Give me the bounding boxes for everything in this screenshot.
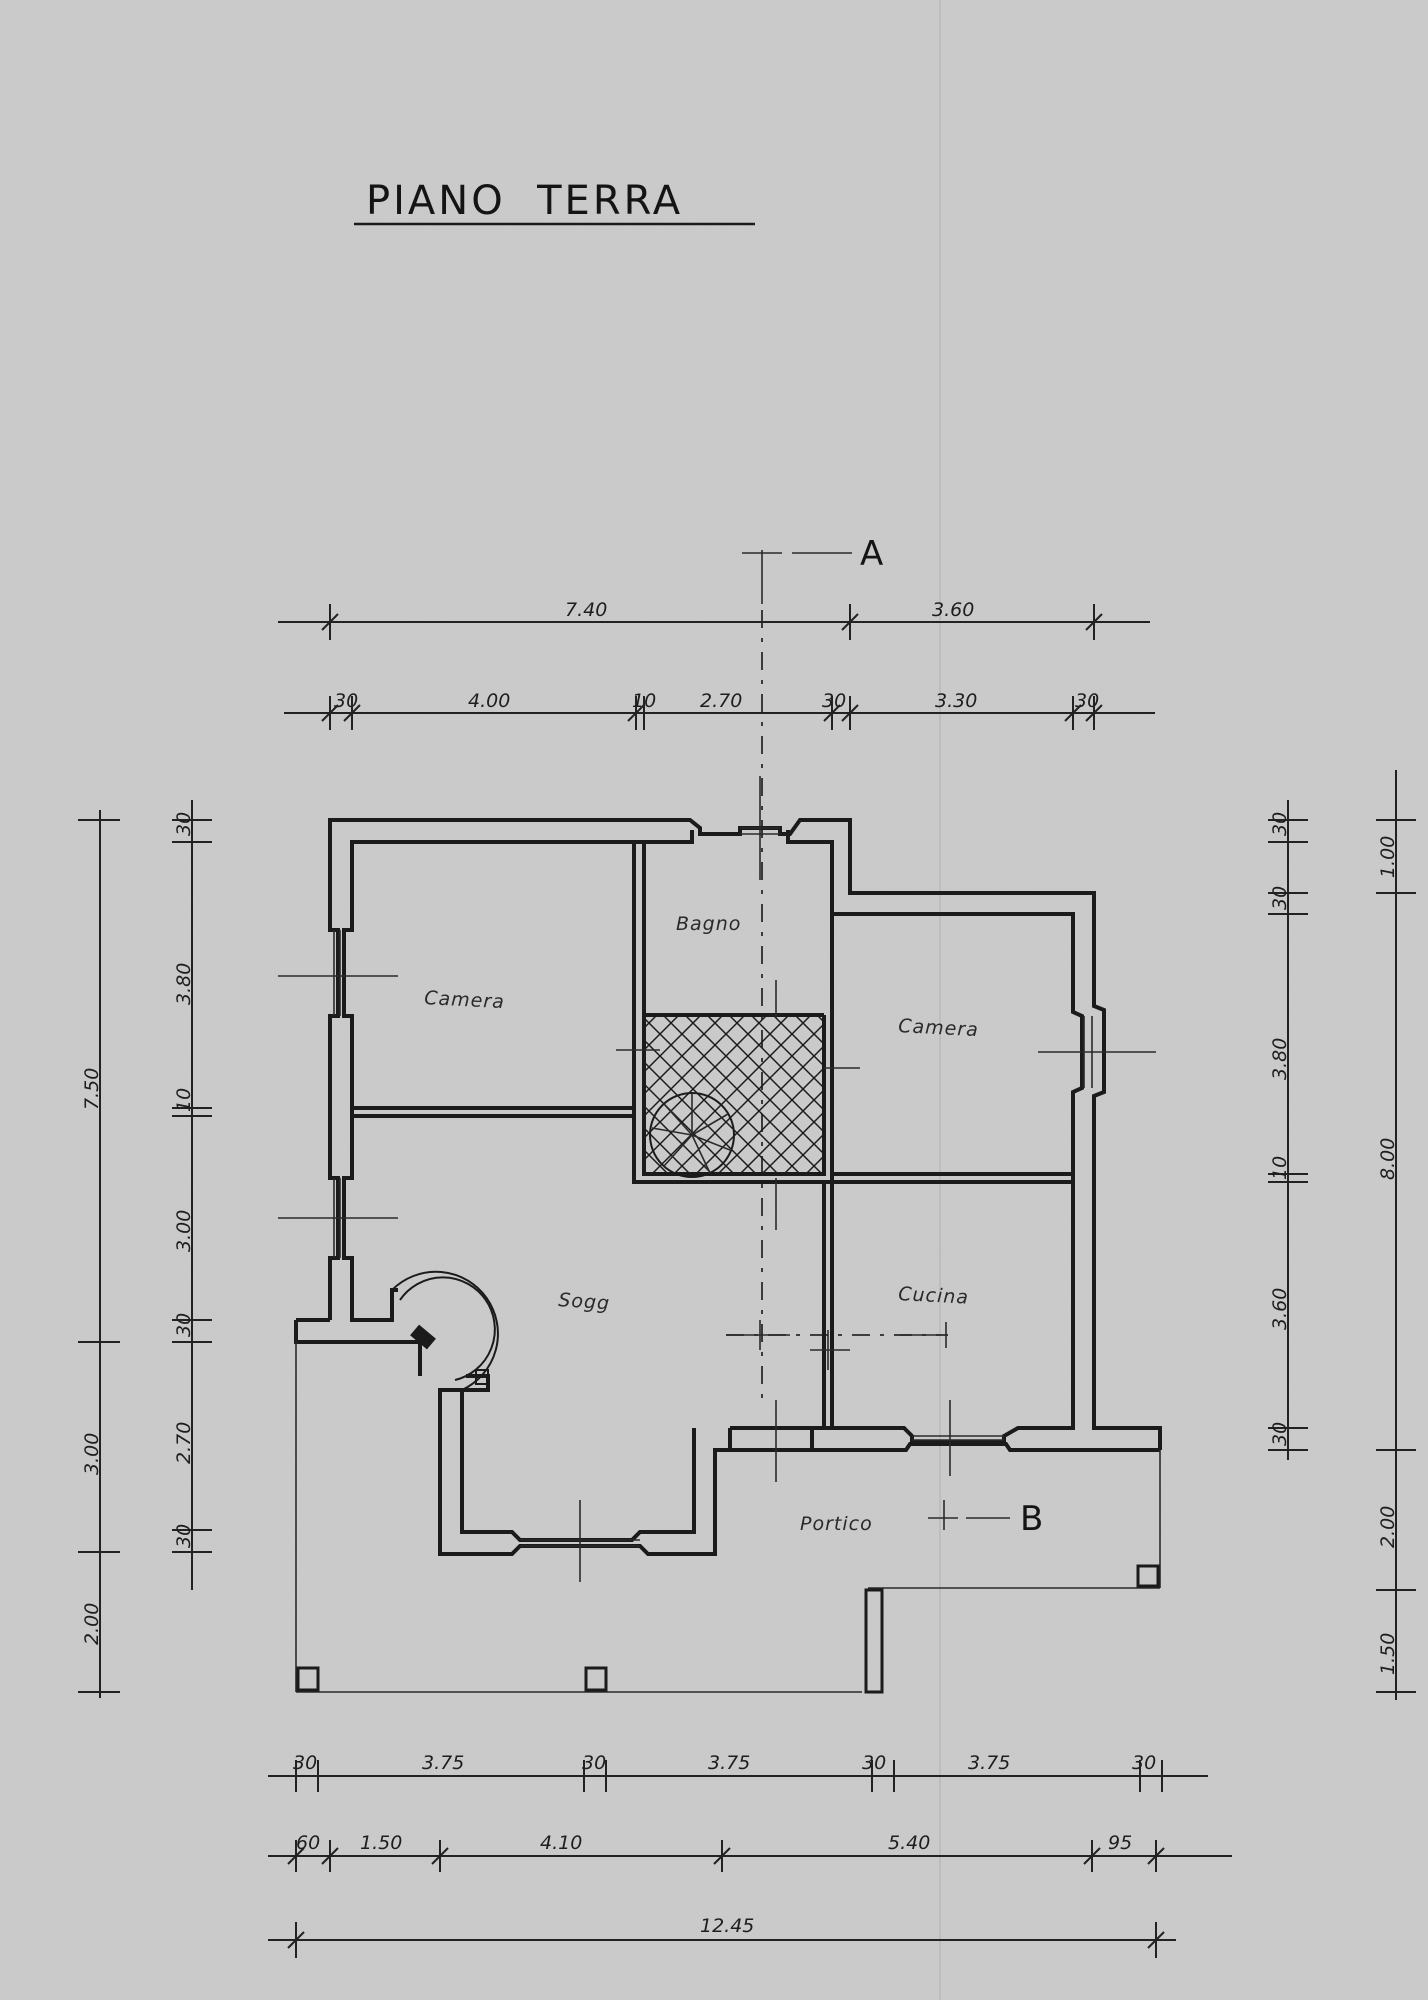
- dim-left-inner-label: 10: [173, 1088, 195, 1112]
- room-label-portico: Portico: [800, 1513, 873, 1535]
- dim-right-inner-label: 3.80: [1269, 1038, 1291, 1080]
- dim-bottom2-label: 95: [1108, 1832, 1132, 1854]
- dim-bottom1-label: 3.75: [968, 1752, 1010, 1774]
- portico-column: [584, 1666, 608, 1692]
- dim-left-inner-label: 3.00: [173, 1210, 195, 1252]
- spiral-stair-icon: [649, 1092, 735, 1178]
- dim-left-inner-label: 2.70: [173, 1422, 195, 1464]
- room-label-bagno: Bagno: [676, 913, 741, 935]
- dim-right-inner-label: 30: [1269, 812, 1291, 836]
- window-openings: [278, 776, 1156, 1582]
- dim-top2-label: 30: [1075, 690, 1099, 712]
- dim-bottom1-label: 3.75: [708, 1752, 750, 1774]
- dimension-line-bottom-1: 30 3.75 30 3.75 30 3.75 30: [268, 1752, 1208, 1792]
- dimension-line-bottom-total: 12.45: [268, 1915, 1176, 1958]
- dimension-line-left-inner: 30 3.80 10 3.00 30 2.70 30: [172, 800, 212, 1590]
- room-label-camera-right: Camera: [898, 1015, 980, 1041]
- dim-top1-label: 3.60: [932, 599, 974, 621]
- dim-left-outer-label: 2.00: [81, 1603, 103, 1645]
- room-label-cucina: Cucina: [898, 1283, 970, 1309]
- dim-bottom2-label: 1.50: [360, 1832, 402, 1854]
- dim-right-outer-label: 1.00: [1377, 836, 1399, 878]
- dim-bottom1-label: 30: [862, 1752, 886, 1774]
- dim-left-outer-label: 7.50: [81, 1068, 103, 1110]
- dim-right-inner-label: 30: [1269, 1422, 1291, 1446]
- dimension-line-top-1: 7.40 3.60: [278, 599, 1150, 640]
- plan-title: PIANO TERRA: [366, 178, 683, 224]
- interior-walls: [352, 842, 1073, 1428]
- portico-pillar: [864, 1588, 884, 1694]
- dim-bottom2-label: 5.40: [888, 1832, 930, 1854]
- dim-left-inner-label: 3.80: [173, 963, 195, 1005]
- dimension-line-left-outer: 7.50 3.00 2.00: [78, 810, 120, 1698]
- room-label-soggiorno: Sogg: [558, 1289, 611, 1315]
- section-marker-b: B: [928, 1499, 1043, 1539]
- dim-top2-label: 2.70: [700, 690, 742, 712]
- dim-bottom1-label: 30: [293, 1752, 317, 1774]
- dimension-line-top-2: 30 4.00 10 2.70 30 3.30 30: [284, 690, 1155, 730]
- dimension-line-right-outer: 1.00 8.00 2.00 1.50: [1376, 770, 1416, 1700]
- dim-left-inner-label: 30: [173, 812, 195, 836]
- stair-hatch: [646, 1017, 822, 1172]
- fireplace-corner: [391, 1270, 499, 1391]
- room-label-camera-left: Camera: [424, 987, 506, 1013]
- dim-bottom2-label: 60: [296, 1832, 320, 1854]
- dim-top2-label: 4.00: [468, 690, 510, 712]
- portico-column: [1136, 1564, 1160, 1588]
- dim-left-inner-label: 30: [173, 1313, 195, 1337]
- dim-right-inner-label: 30: [1269, 886, 1291, 910]
- section-label-a: A: [860, 534, 883, 574]
- dim-bottom1-label: 30: [582, 1752, 606, 1774]
- dim-bottom-total-label: 12.45: [700, 1915, 754, 1937]
- dim-top2-label: 3.30: [935, 690, 977, 712]
- section-marker-a: A: [742, 534, 883, 604]
- dim-right-inner-label: 3.60: [1269, 1288, 1291, 1330]
- dim-bottom1-label: 3.75: [422, 1752, 464, 1774]
- dim-left-outer-label: 3.00: [81, 1433, 103, 1475]
- dimension-line-right-inner: 30 30 3.80 10 3.60 30: [1268, 800, 1308, 1460]
- portico-column: [296, 1666, 320, 1692]
- dim-bottom1-label: 30: [1132, 1752, 1156, 1774]
- dim-right-outer-label: 2.00: [1377, 1506, 1399, 1548]
- dimension-line-bottom-2: 60 1.50 4.10 5.40 95: [268, 1832, 1232, 1872]
- dim-right-outer-label: 8.00: [1377, 1138, 1399, 1180]
- dim-right-outer-label: 1.50: [1377, 1633, 1399, 1675]
- dim-top2-label: 10: [632, 690, 656, 712]
- dim-left-inner-label: 30: [173, 1524, 195, 1548]
- dim-right-inner-label: 10: [1269, 1156, 1291, 1180]
- section-label-b: B: [1020, 1499, 1043, 1539]
- dim-bottom2-label: 4.10: [540, 1832, 582, 1854]
- dim-top2-label: 30: [334, 690, 358, 712]
- door-marks: [726, 1320, 947, 1370]
- dim-top1-label: 7.40: [565, 599, 607, 621]
- portico-area: [295, 1342, 1161, 1694]
- dim-top2-label: 30: [822, 690, 846, 712]
